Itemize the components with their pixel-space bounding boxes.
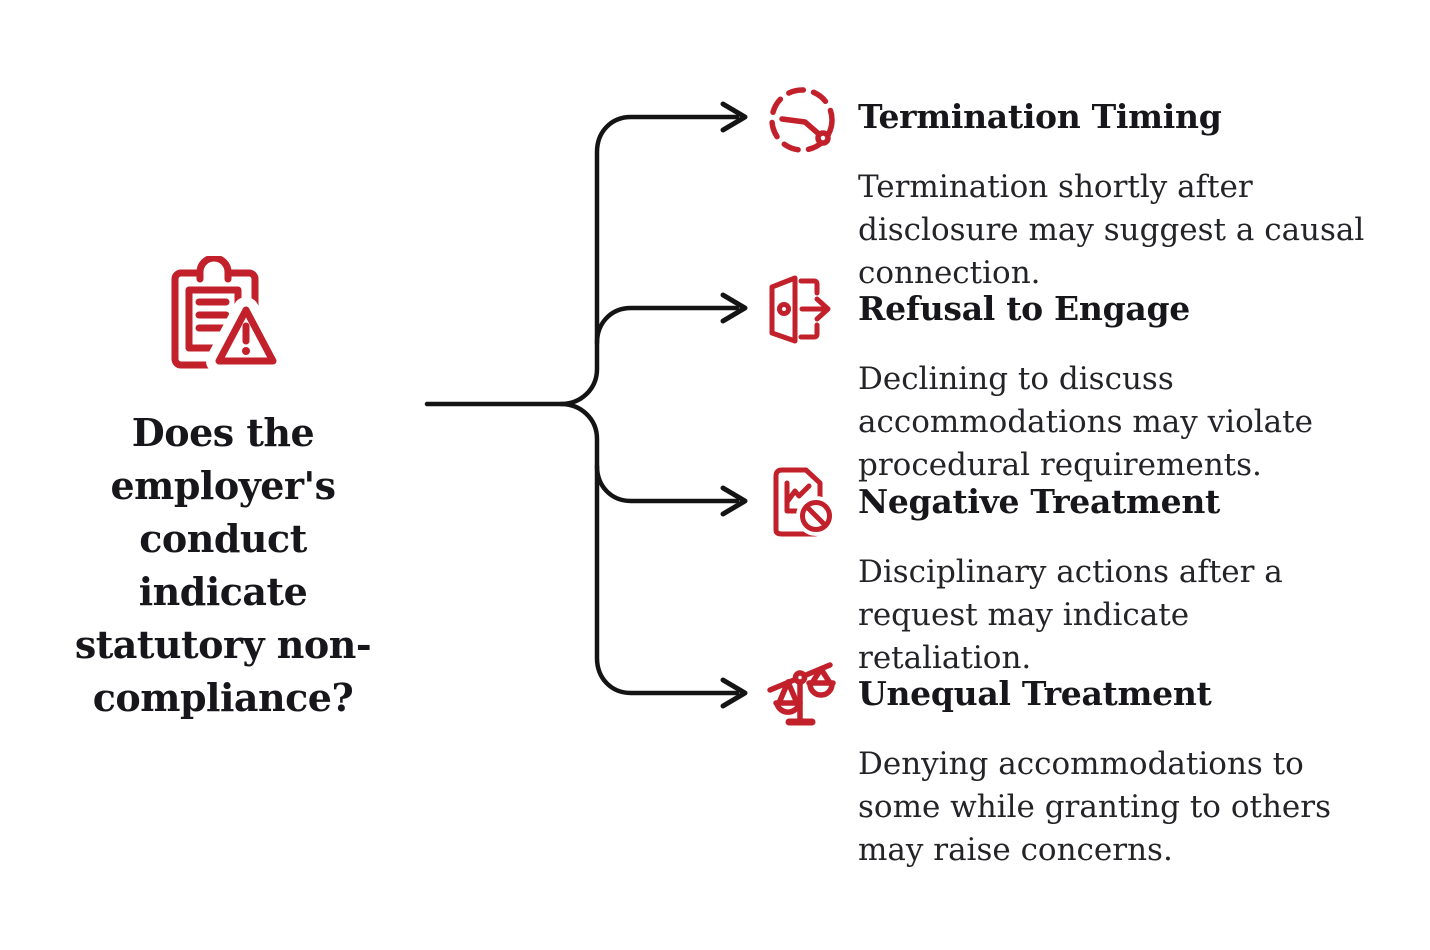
arrowhead-3 [720, 485, 748, 517]
arrowhead-2 [720, 292, 748, 324]
branch-description: Declining to discuss accommodations may … [858, 358, 1418, 487]
description-line: connection. [858, 255, 1041, 291]
door-exit-arrow-icon [769, 275, 831, 344]
description-line: Termination shortly after [858, 169, 1253, 205]
scales-unbalanced-icon [767, 662, 836, 726]
description-line: some while granting to others [858, 789, 1331, 825]
arrowheads [720, 101, 748, 709]
arrowhead-1 [720, 101, 748, 133]
question-line: compliance? [92, 675, 354, 720]
question-line: statutory non- [74, 622, 372, 667]
description-line: Denying accommodations to [858, 746, 1304, 782]
arrowhead-4 [720, 677, 748, 709]
branch-negative-treatment: Negative Treatment Disciplinary actions … [858, 481, 1418, 680]
description-line: procedural requirements. [858, 447, 1262, 483]
description-line: accommodations may violate [858, 404, 1313, 440]
question-line: Does the [131, 410, 315, 455]
branch-title: Unequal Treatment [858, 674, 1212, 713]
branch-title: Negative Treatment [858, 482, 1220, 521]
description-line: retaliation. [858, 640, 1032, 676]
clipboard-warning-icon [171, 256, 282, 374]
clock-dashed-icon [769, 87, 835, 153]
branch-unequal-treatment: Unequal Treatment Denying accommodations… [858, 673, 1418, 872]
description-line: may raise concerns. [858, 832, 1173, 868]
description-line: Disciplinary actions after a [858, 554, 1283, 590]
branch-termination-timing: Termination Timing Termination shortly a… [858, 96, 1418, 295]
root-question: Does the employer's conduct indicate sta… [55, 406, 391, 724]
branch-title: Termination Timing [858, 97, 1222, 136]
description-line: disclosure may suggest a causal [858, 212, 1365, 248]
question-line: conduct indicate [138, 516, 308, 614]
branch-refusal-to-engage: Refusal to Engage Declining to discuss a… [858, 288, 1418, 487]
description-line: request may indicate [858, 597, 1190, 633]
branch-title: Refusal to Engage [858, 289, 1190, 328]
question-line: employer's [110, 463, 336, 508]
branch-curves [424, 114, 740, 696]
branch-description: Disciplinary actions after a request may… [858, 551, 1418, 680]
description-line: Declining to discuss [858, 361, 1174, 397]
document-chart-prohibited-icon [773, 467, 836, 537]
branch-description: Termination shortly after disclosure may… [858, 166, 1418, 295]
branch-description: Denying accommodations to some while gra… [858, 743, 1418, 872]
